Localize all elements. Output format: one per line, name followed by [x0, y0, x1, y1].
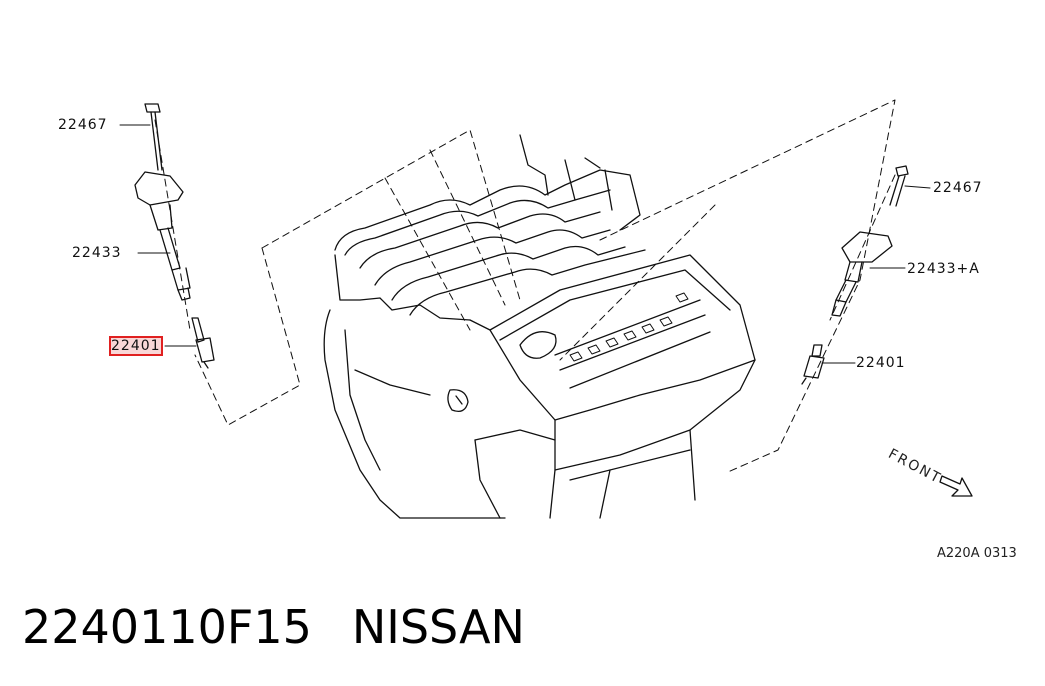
part-number: 2240110F15 — [22, 600, 312, 654]
engine-ignition-diagram — [119, 99, 973, 519]
left-ignition-coil-part[interactable] — [134, 171, 191, 301]
brand-name: NISSAN — [351, 600, 525, 654]
left-dashed-boundary — [154, 119, 521, 426]
left-bolt-part[interactable] — [144, 103, 163, 171]
right-ignition-coil-part[interactable] — [831, 231, 893, 317]
callout-left-bolt-22467[interactable]: 22467 — [58, 117, 108, 133]
part-title: 2240110F15 NISSAN — [22, 600, 565, 654]
callout-right-plug-22401[interactable]: 22401 — [856, 355, 906, 371]
right-bolt-part[interactable] — [889, 165, 909, 207]
callout-right-coil-22433a[interactable]: 22433+A — [907, 261, 980, 277]
callout-right-bolt-22467[interactable]: 22467 — [933, 180, 983, 196]
leader-lines — [119, 124, 931, 364]
front-arrow-icon — [939, 475, 973, 497]
drawing-reference-code: A220A 0313 — [937, 546, 1017, 561]
right-spark-plug-part[interactable] — [801, 344, 825, 385]
callout-left-plug-22401-highlighted[interactable]: 22401 — [109, 336, 163, 356]
callout-left-coil-22433[interactable]: 22433 — [72, 245, 122, 261]
left-spark-plug-part[interactable] — [191, 317, 215, 369]
right-dashed-boundary — [384, 99, 896, 473]
engine-block — [323, 134, 756, 519]
